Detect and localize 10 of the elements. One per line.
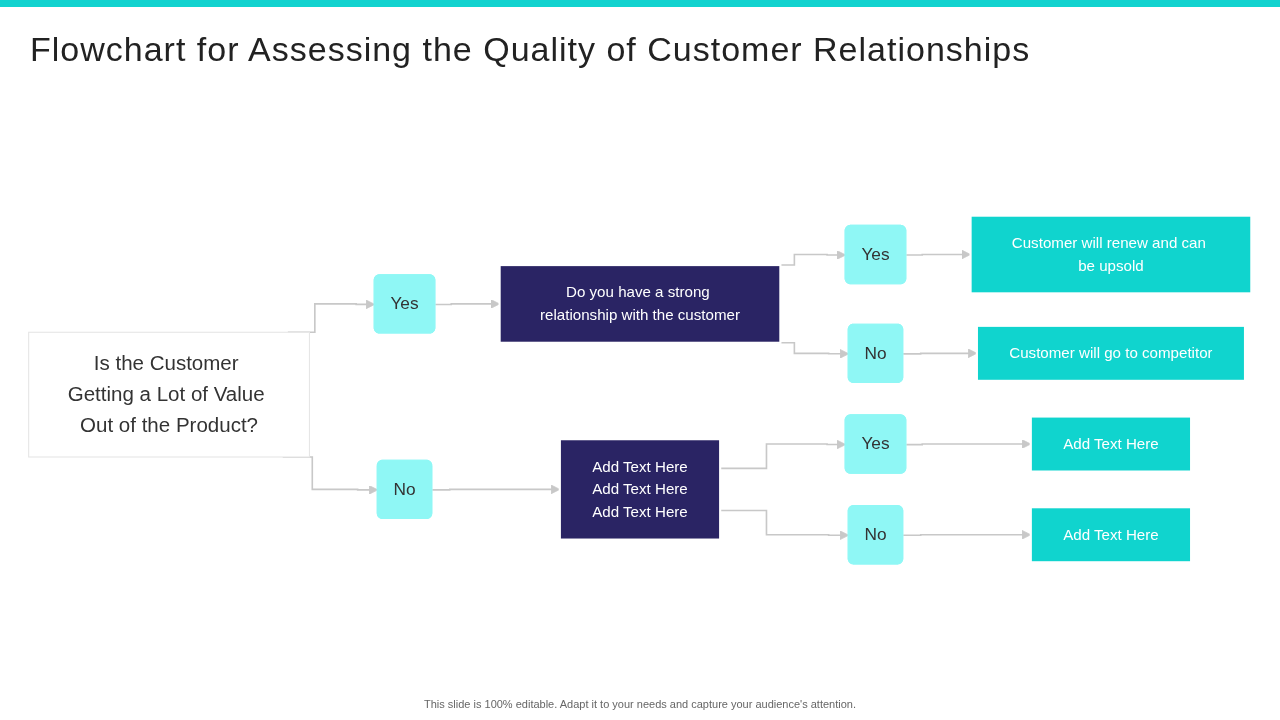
node-box: Customer will go to competitor: [975, 324, 1247, 383]
node-box: Add Text Here Add Text Here Add Text Here: [558, 438, 722, 541]
node-box: Add Text Here: [1029, 506, 1193, 564]
slide-title: Flowchart for Assessing the Quality of Customer Relationships: [30, 30, 1031, 69]
node-box: Do you have a strong relationship with the customer: [498, 264, 782, 345]
arrow: [905, 250, 971, 260]
node-box: Add Text Here: [1029, 415, 1193, 473]
node-box: Customer will renew and can be upsold: [969, 214, 1253, 295]
footer-note: This slide is 100% editable. Adapt it to your needs and capture your audience's attention.: [424, 698, 856, 710]
node-box: Is the Customer Getting a Lot of Value Out of the Product?: [28, 331, 310, 458]
